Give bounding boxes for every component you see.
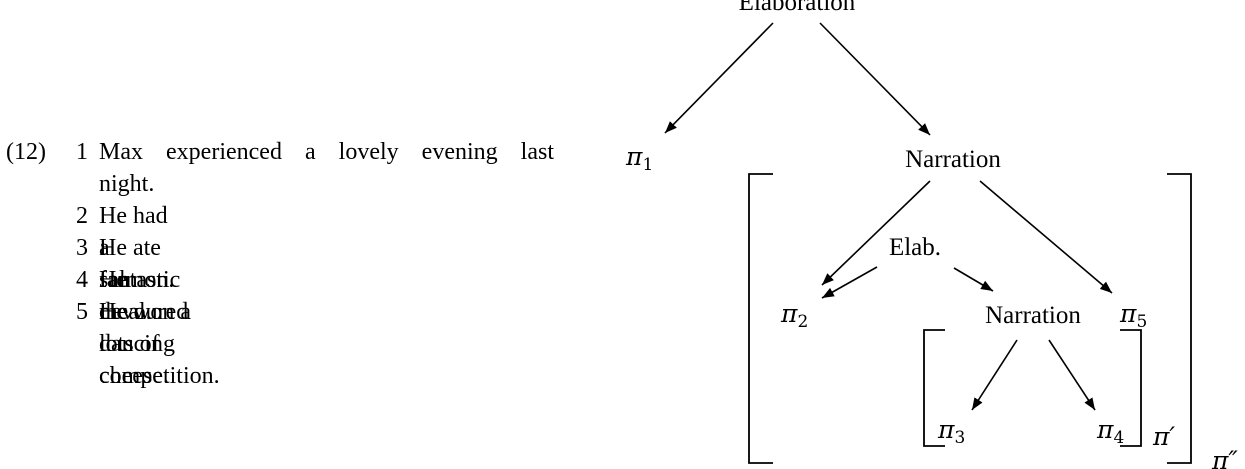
edge-elaboration-pi1 [664, 22, 774, 134]
item-number: 3 [76, 235, 88, 261]
item-text: He devoured lots of cheese. [99, 267, 189, 389]
item-text: He ate salmon. [99, 235, 175, 293]
inner-bracket-left [923, 329, 945, 447]
item-number: 1 [76, 139, 88, 165]
node-narration-inner: Narration [985, 302, 1081, 329]
item-number: 2 [76, 203, 88, 229]
node-elab: Elab. [889, 234, 941, 261]
item-text: He had a fantastic meal. [99, 203, 181, 325]
edge-elaboration-narration [819, 22, 931, 136]
item-text: Max experienced a lovely evening last [99, 139, 554, 165]
edge-narration-pi3 [971, 339, 1018, 411]
item-text: He won a dancing competition. [99, 299, 220, 389]
item-number: 4 [76, 267, 88, 293]
item-number: 5 [76, 299, 88, 325]
node-narration-top: Narration [905, 146, 1001, 173]
edge-narration-pi4 [1048, 339, 1096, 411]
node-pi-1: π1 [625, 142, 653, 175]
node-pi-5: π5 [1119, 299, 1147, 332]
example-number: (12) [6, 139, 46, 165]
node-pi-double-prime: π″ [1211, 446, 1238, 469]
edge-elab-narration [953, 267, 994, 292]
inner-bracket-right [1120, 329, 1142, 447]
edge-elab-pi2 [821, 266, 878, 299]
outer-bracket-right [1167, 173, 1192, 464]
node-pi-2: π2 [780, 299, 808, 332]
edge-narration-pi2 [821, 180, 931, 286]
node-pi-4: π4 [1096, 415, 1124, 448]
outer-bracket-left [748, 173, 773, 464]
node-elaboration: Elaboration [739, 0, 856, 16]
edge-narration-pi5 [979, 180, 1113, 294]
node-pi-prime: π′ [1152, 422, 1175, 451]
node-pi-3: π3 [937, 415, 965, 448]
item-text-continued: night. [99, 171, 155, 197]
